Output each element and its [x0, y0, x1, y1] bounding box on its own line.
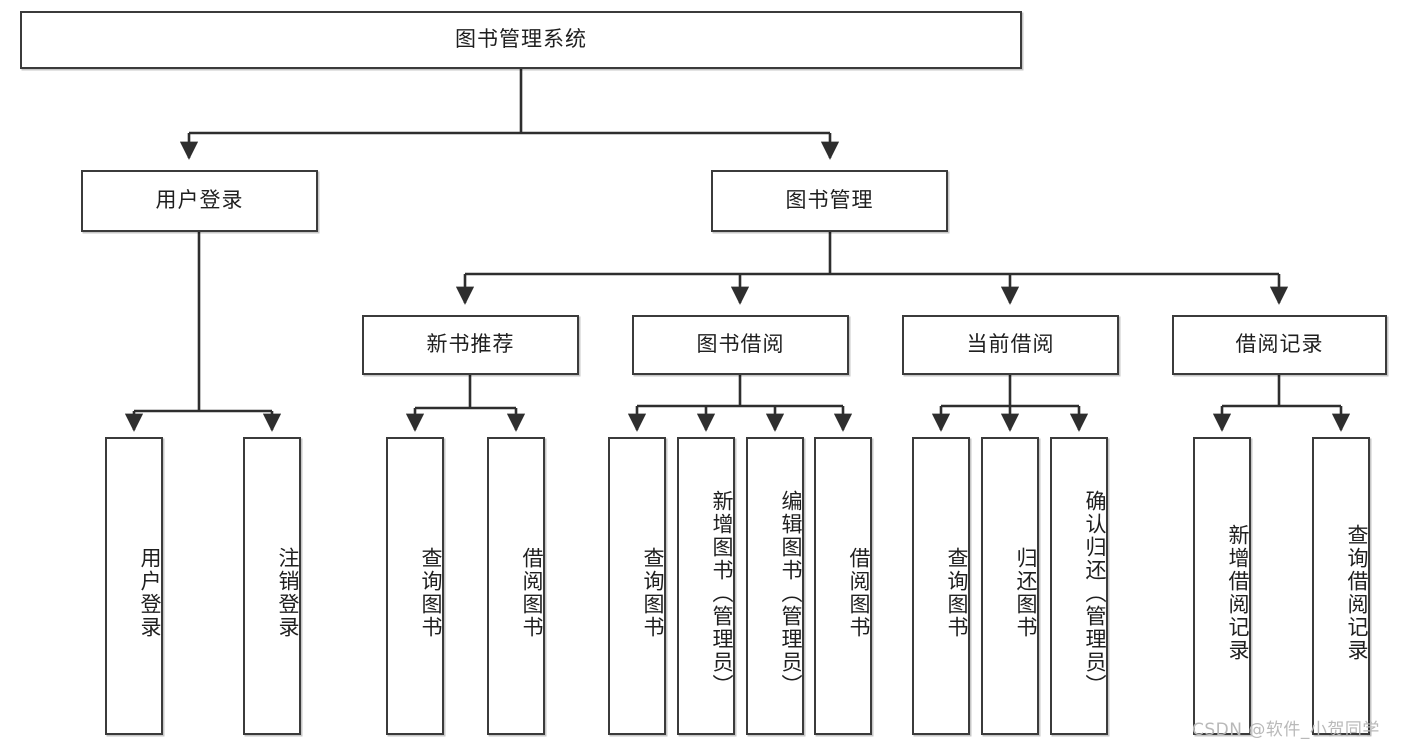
leaf-user-login-login[interactable]: 用户登录	[105, 437, 163, 735]
node-label: 图书管理	[785, 188, 874, 213]
leaf-current-query-book[interactable]: 查询图书	[912, 437, 970, 735]
node-label: 当前借阅	[966, 332, 1055, 357]
node-label: 新增借阅记录	[1226, 524, 1250, 662]
node-label: 确认归还（管理员）	[1083, 489, 1107, 697]
leaf-borrow-edit-book-admin[interactable]: 编辑图书（管理员）	[746, 437, 804, 735]
node-borrow-record[interactable]: 借阅记录	[1172, 315, 1387, 375]
leaf-record-add-record[interactable]: 新增借阅记录	[1193, 437, 1251, 735]
node-label: 查询图书	[419, 547, 443, 639]
node-label: 借阅图书	[847, 547, 871, 639]
leaf-borrow-add-book-admin[interactable]: 新增图书（管理员）	[677, 437, 735, 735]
node-label: 注销登录	[276, 547, 300, 639]
node-label: 查询图书	[945, 547, 969, 639]
node-root-system[interactable]: 图书管理系统	[20, 11, 1022, 69]
leaf-current-confirm-return-admin[interactable]: 确认归还（管理员）	[1050, 437, 1108, 735]
node-label: 查询图书	[641, 547, 665, 639]
node-label: 图书借阅	[696, 332, 785, 357]
leaf-record-query-record[interactable]: 查询借阅记录	[1312, 437, 1370, 735]
node-new-book-recommend[interactable]: 新书推荐	[362, 315, 579, 375]
node-book-borrow[interactable]: 图书借阅	[632, 315, 849, 375]
node-label: 用户登录	[138, 547, 162, 639]
leaf-recommend-borrow-book[interactable]: 借阅图书	[487, 437, 545, 735]
node-label: 编辑图书（管理员）	[779, 489, 803, 697]
node-label: 查询借阅记录	[1345, 524, 1369, 662]
node-label: 新增图书（管理员）	[710, 489, 734, 697]
node-label: 新书推荐	[426, 332, 515, 357]
leaf-borrow-borrow-book[interactable]: 借阅图书	[814, 437, 872, 735]
node-label: 归还图书	[1014, 547, 1038, 639]
node-current-borrow[interactable]: 当前借阅	[902, 315, 1119, 375]
watermark-text: CSDN @软件_小贺同学	[1192, 720, 1380, 740]
leaf-recommend-query-book[interactable]: 查询图书	[386, 437, 444, 735]
node-label: 用户登录	[155, 188, 244, 213]
leaf-borrow-query-book[interactable]: 查询图书	[608, 437, 666, 735]
node-user-login[interactable]: 用户登录	[81, 170, 318, 232]
node-label: 借阅记录	[1235, 332, 1324, 357]
leaf-current-return-book[interactable]: 归还图书	[981, 437, 1039, 735]
node-book-management[interactable]: 图书管理	[711, 170, 948, 232]
node-label: 图书管理系统	[455, 27, 587, 52]
leaf-user-login-logout[interactable]: 注销登录	[243, 437, 301, 735]
node-label: 借阅图书	[520, 547, 544, 639]
